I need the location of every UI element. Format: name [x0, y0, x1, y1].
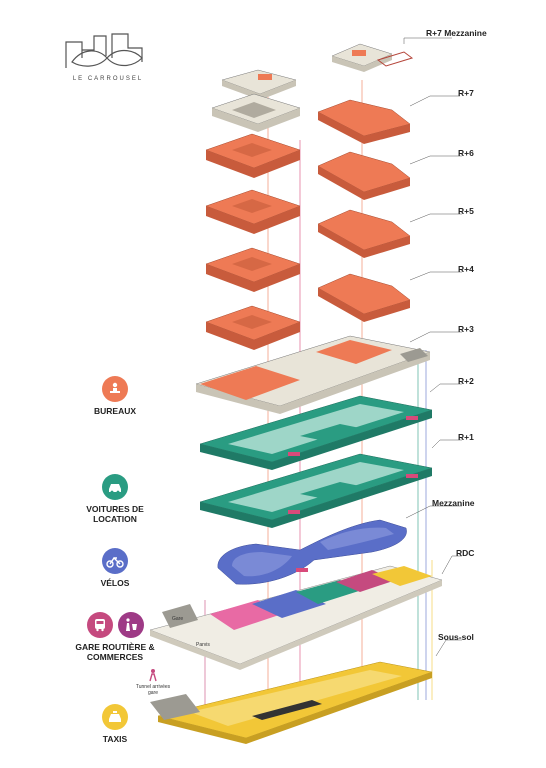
- floor-label-r6: R+6: [458, 148, 474, 158]
- annotation-parvis: Parvis: [196, 642, 210, 648]
- carrousel-logo-icon: [65, 33, 143, 68]
- floor-mezzanine: [217, 519, 407, 585]
- floor-label-r2: R+2: [458, 376, 474, 386]
- floor-r7-mezzanine: [221, 43, 414, 100]
- floor-label-sous-sol: Sous-sol: [438, 632, 474, 642]
- floor-r2: [195, 335, 431, 414]
- legend-taxis: TAXIS: [60, 704, 170, 744]
- floor-r6: [205, 133, 411, 200]
- floor-label-r3: R+3: [458, 324, 474, 334]
- legend-label-voitures: VOITURES DE LOCATION: [86, 504, 144, 524]
- car-icon: [102, 474, 128, 500]
- floor-label-rdc: RDC: [456, 548, 475, 558]
- floor-r5: [205, 189, 411, 258]
- bus-icon: [86, 612, 113, 638]
- legend-voitures: VOITURES DE LOCATION: [60, 474, 170, 524]
- legend-bureaux: BUREAUX: [60, 376, 170, 416]
- floor-label-mezzanine: Mezzanine: [432, 498, 475, 508]
- legend-velos: VÉLOS: [60, 548, 170, 588]
- floor-rdc: [149, 565, 443, 670]
- floor-sous-sol: [150, 661, 433, 744]
- traveler-icon: [149, 669, 157, 682]
- floor-label-r5: R+5: [458, 206, 474, 216]
- floor-label-r7-mezzanine: R+7 Mezzanine: [426, 28, 487, 38]
- floor-parking-a: [199, 395, 433, 470]
- floor-parking-b: [199, 453, 433, 528]
- annotation-gare: Gare: [172, 616, 184, 622]
- legend-label-velos: VÉLOS: [100, 578, 130, 588]
- annotation-tunnel: Tunnel arrivées gare: [135, 684, 171, 696]
- legend-label-bureaux: BUREAUX: [93, 406, 137, 416]
- legend-label-gare: GARE ROUTIÈRE & COMMERCES: [75, 642, 155, 662]
- floor-label-r7: R+7: [458, 88, 474, 98]
- bicycle-icon: [102, 548, 128, 574]
- desk-worker-icon: [102, 376, 128, 402]
- floor-label-r4: R+4: [458, 264, 474, 274]
- logo-text: LE CARROUSEL: [72, 76, 144, 82]
- leader-lines: [403, 37, 462, 657]
- floor-r7: [211, 93, 411, 144]
- floor-label-r1: R+1: [458, 432, 474, 442]
- floor-r4: [205, 247, 411, 322]
- taxi-icon: [102, 704, 128, 730]
- shopping-icon: [117, 612, 144, 638]
- floor-r3: [205, 305, 301, 350]
- legend-gare: GARE ROUTIÈRE & COMMERCES: [60, 612, 170, 662]
- legend-label-taxis: TAXIS: [102, 734, 128, 744]
